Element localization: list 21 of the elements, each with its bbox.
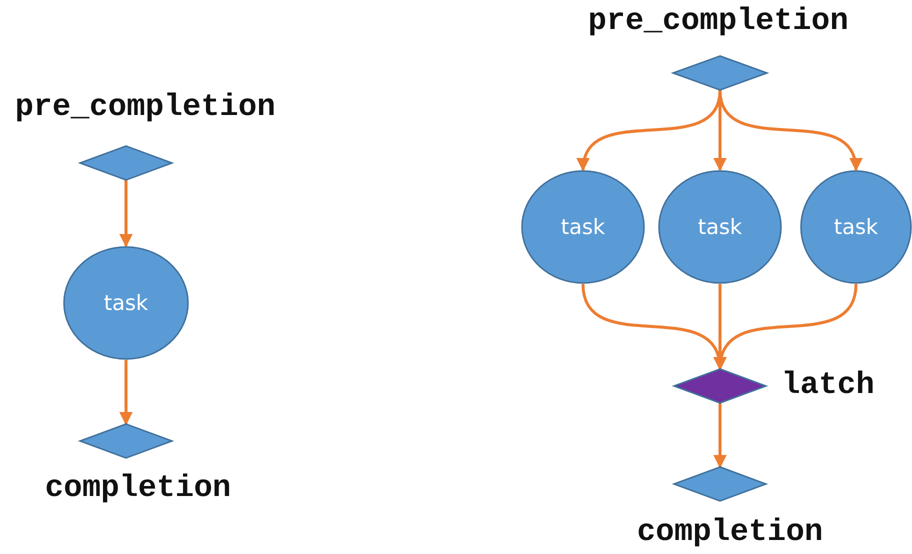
arrow — [718, 90, 861, 172]
arrow — [715, 284, 858, 370]
diamond-node — [588, 4, 848, 90]
arrow — [713, 403, 727, 468]
node-label: pre_completion — [15, 90, 276, 126]
diamond-node — [15, 90, 275, 180]
node-label: completion — [45, 471, 232, 507]
node-label: pre_completion — [588, 4, 848, 40]
node-label: task — [102, 291, 150, 315]
node-label: task — [832, 215, 880, 239]
node-label: task — [696, 215, 744, 239]
node-label: completion — [637, 515, 824, 551]
arrow — [119, 360, 133, 426]
node-label: latch — [782, 368, 875, 404]
task-circle — [63, 246, 189, 360]
diamond-node — [674, 368, 874, 404]
arrow — [119, 180, 133, 248]
task-circle — [521, 170, 645, 284]
task-circle — [800, 170, 912, 284]
node-label: task — [560, 215, 606, 239]
task-circle — [658, 170, 782, 284]
